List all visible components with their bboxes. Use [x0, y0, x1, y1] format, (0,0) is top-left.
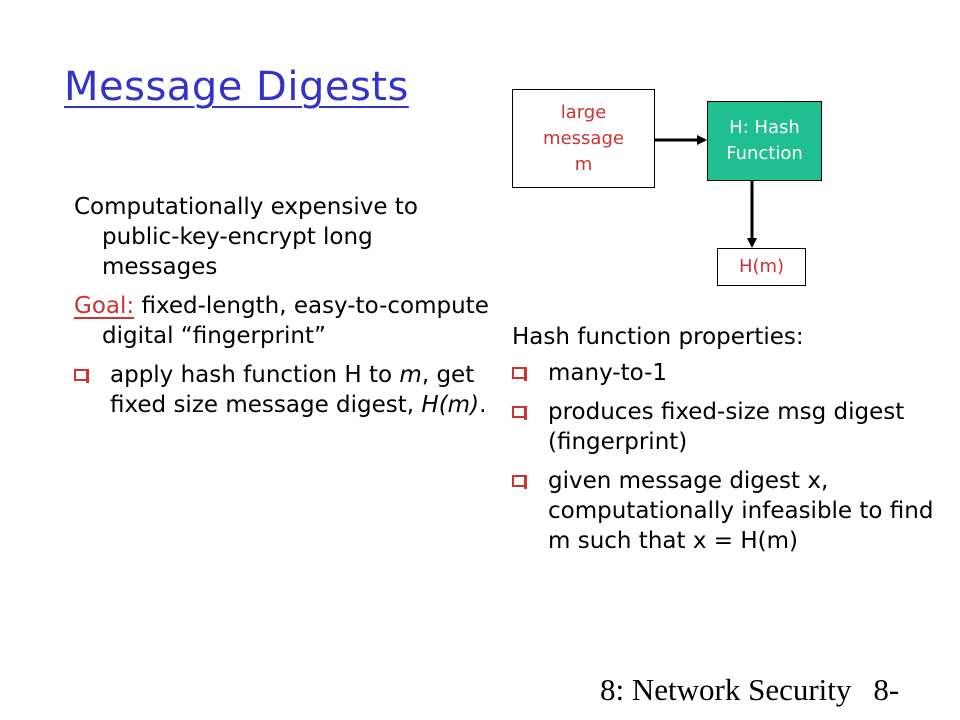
slide-footer: 8: Network Security 8-	[600, 672, 899, 708]
properties-heading: Hash function properties:	[512, 324, 804, 350]
property-text: produces fixed-size msg digest (fingerpr…	[548, 399, 905, 455]
large-message-box: large message m	[512, 89, 655, 188]
goal-paragraph: Goal: fixed-length, easy-to-compute digi…	[74, 291, 494, 351]
hash-function-box: H: Hash Function	[707, 101, 822, 181]
list-item-property-2: produces fixed-size msg digest (fingerpr…	[512, 397, 942, 457]
intro-paragraph: Computationally expensive to public-key-…	[74, 194, 418, 280]
right-column: Hash function properties: many-to-1 prod…	[512, 322, 942, 565]
left-column: Computationally expensive to public-key-…	[74, 192, 494, 429]
property-text: given message digest x, computationally …	[548, 468, 934, 554]
msg-line-2: message	[543, 127, 624, 149]
goal-label: Goal:	[74, 293, 135, 319]
bullet-text-a: apply hash function H to	[110, 362, 400, 388]
bullet-box-icon	[74, 369, 89, 383]
goal-text: fixed-length, easy-to-compute digital “f…	[102, 293, 489, 349]
hash-output-box: H(m)	[717, 248, 806, 286]
footer-chapter: 8: Network Security	[600, 672, 852, 707]
msg-line-1: large	[560, 101, 607, 123]
bullet-text-m: m	[399, 362, 422, 388]
bullet-box-icon	[512, 367, 527, 381]
list-item-property-1: many-to-1	[512, 358, 942, 388]
slide-title: Message Digests	[64, 64, 409, 110]
bullet-text-end: .	[479, 392, 487, 418]
bullet-text-hm: H(m)	[421, 392, 480, 418]
hash-line-1: H: Hash	[729, 117, 800, 138]
bullet-box-icon	[512, 475, 527, 489]
list-item-property-3: given message digest x, computationally …	[512, 466, 942, 556]
property-text: many-to-1	[548, 360, 668, 386]
hash-line-2: Function	[726, 143, 803, 164]
list-item-apply-hash: apply hash function H to m, get fixed si…	[74, 360, 494, 420]
msg-line-3: m	[574, 153, 593, 175]
bullet-text-b: , get fixed size message digest,	[110, 362, 475, 418]
footer-page-number: 8-	[873, 672, 900, 707]
bullet-box-icon	[512, 406, 527, 420]
